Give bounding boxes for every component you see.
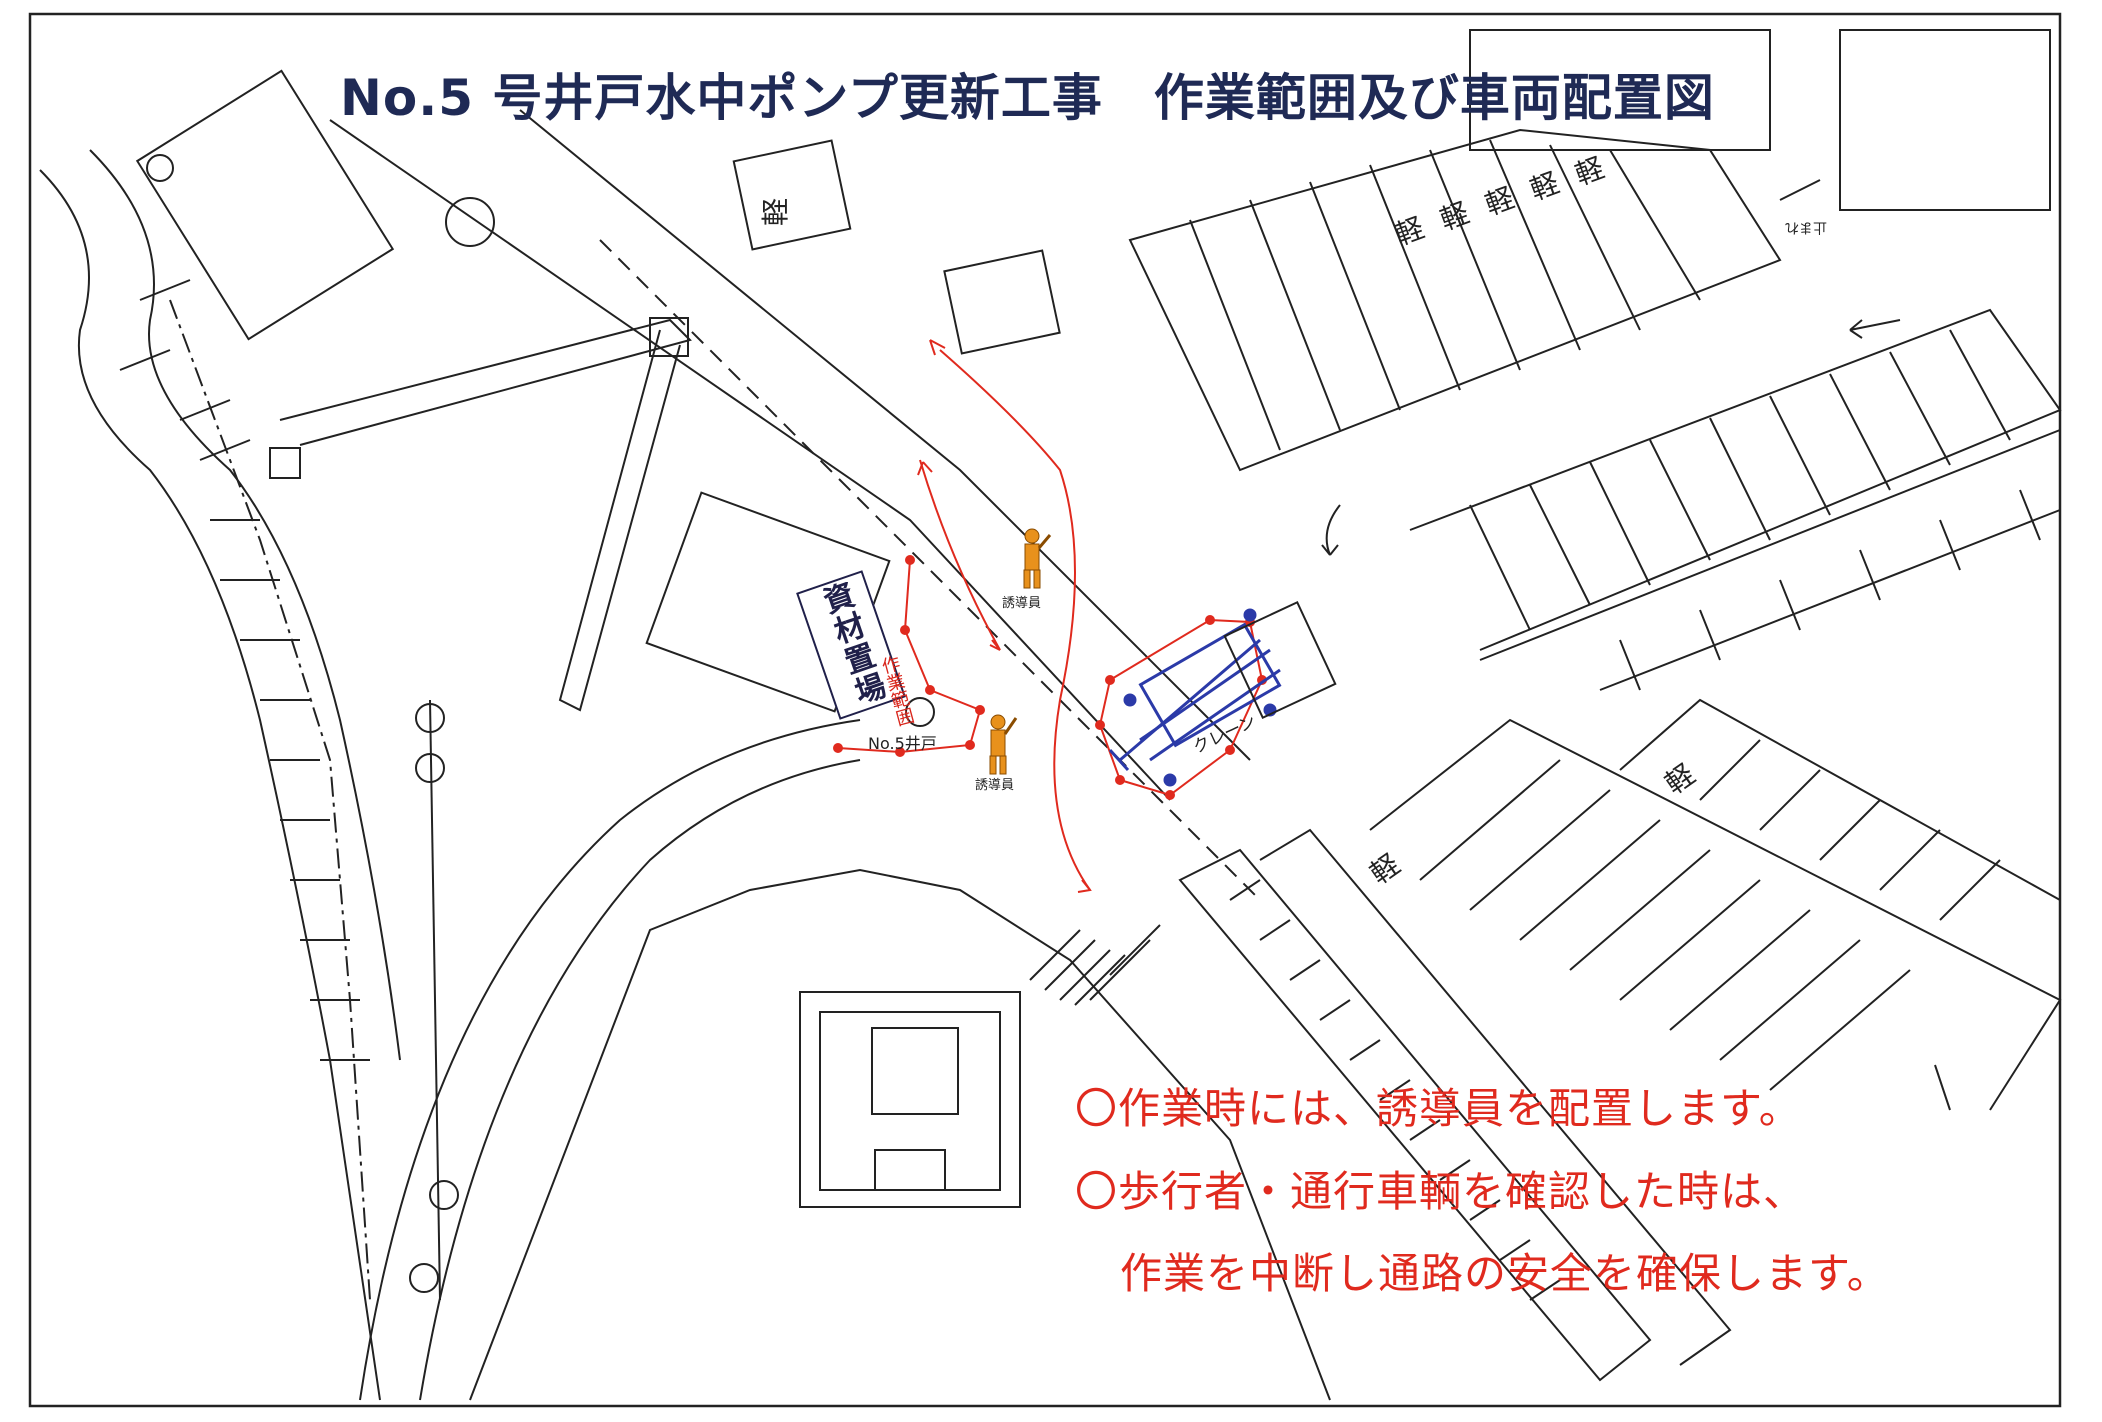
parking-row-5-edge bbox=[1619, 698, 2061, 901]
main-road-centerline bbox=[599, 239, 1261, 901]
parking-row-1-slots bbox=[1189, 139, 1701, 451]
pump-house-steps bbox=[874, 1149, 946, 1191]
utility-line bbox=[429, 699, 441, 1301]
traffic-flow-arrows bbox=[917, 339, 1092, 893]
well-label: No.5井戸 bbox=[868, 734, 937, 753]
page-title: No.5 号井戸水中ポンプ更新工事 作業範囲及び車両配置図 bbox=[340, 69, 1715, 127]
parking-row-3-edge bbox=[1479, 429, 2061, 691]
arrow-down-1 bbox=[1321, 504, 1341, 556]
left-dashdot-line bbox=[169, 299, 371, 1301]
person-with-flag-icon bbox=[1023, 528, 1052, 589]
flow-arrow-1 bbox=[939, 349, 1091, 891]
flow-arrow-4 bbox=[917, 461, 933, 476]
lower-site-outline bbox=[469, 868, 1331, 1401]
crane-outrigger-box bbox=[1223, 600, 1337, 720]
parking-row-2-edge bbox=[1409, 308, 2062, 651]
top-right-block-2 bbox=[1839, 29, 2051, 211]
tl-tank bbox=[445, 197, 495, 247]
tank-wall-left bbox=[279, 318, 692, 446]
lower-right-strip-ticks bbox=[1229, 879, 1561, 1301]
curve-road-inner bbox=[419, 759, 861, 1401]
pump-house-outer bbox=[799, 991, 1021, 1208]
parking-row-4-slots bbox=[1419, 759, 1911, 1091]
flow-arrow-3 bbox=[919, 459, 1001, 651]
tl-building bbox=[135, 69, 395, 341]
left-slope-b bbox=[89, 149, 401, 1061]
person-with-flag-icon-2 bbox=[989, 714, 1018, 775]
arrow-left-2 bbox=[1779, 179, 1821, 201]
note-line-2: 〇歩行者・通行車輌を確認した時は、 bbox=[1075, 1167, 1807, 1216]
flow-arrow-2 bbox=[929, 339, 946, 356]
parking-row-1-edge bbox=[1128, 128, 1782, 472]
utility-pole-4 bbox=[409, 1263, 439, 1293]
slope-ticks bbox=[119, 279, 370, 1061]
well-circle bbox=[905, 697, 935, 727]
tank-wall-diag bbox=[558, 329, 681, 712]
left-slope-a bbox=[39, 169, 381, 1401]
parking-row-3-slots bbox=[1619, 489, 2041, 691]
main-road-edge-a bbox=[329, 119, 1171, 801]
guide-label-2: 誘導員 bbox=[975, 778, 1015, 793]
tank-top bbox=[649, 317, 689, 357]
utility-pole-1 bbox=[415, 703, 445, 733]
tl-pole bbox=[146, 154, 174, 182]
main-road-edge-b bbox=[519, 109, 1251, 761]
pump-house-core bbox=[871, 1027, 959, 1115]
pump-house-inner bbox=[819, 1011, 1001, 1191]
utility-pole-2 bbox=[415, 753, 445, 783]
lower-right-strip-b bbox=[1259, 828, 1732, 1366]
top-left-small-block bbox=[732, 139, 852, 251]
arrow-left-1 bbox=[1849, 319, 1901, 339]
work-area-boundary bbox=[833, 555, 1267, 800]
tank-base bbox=[269, 447, 301, 479]
guide-label-1: 誘導員 bbox=[1002, 596, 1042, 611]
kei-parking-8: 軽 bbox=[759, 197, 793, 227]
parking-row-4-edge bbox=[1369, 718, 2062, 1111]
arrow-down-2 bbox=[1934, 1064, 1951, 1111]
parking-row-5-slots bbox=[1699, 739, 2001, 921]
crosswalk bbox=[1029, 924, 1161, 1006]
top-middle-block bbox=[943, 249, 1061, 355]
tomare-marking: 止まれ bbox=[1785, 219, 1827, 235]
curve-road-outer bbox=[359, 719, 861, 1401]
top-right-block-1 bbox=[1469, 29, 1771, 151]
sheet-border bbox=[28, 12, 2062, 1408]
note-line-1: 〇作業時には、誘導員を配置します。 bbox=[1075, 1084, 1802, 1133]
parking-row-2-slots bbox=[1469, 329, 2011, 631]
utility-pole-3 bbox=[429, 1180, 459, 1210]
lower-right-strip-a bbox=[1178, 848, 1652, 1382]
note-line-3: 作業を中断し通路の安全を確保します。 bbox=[1120, 1249, 1890, 1298]
